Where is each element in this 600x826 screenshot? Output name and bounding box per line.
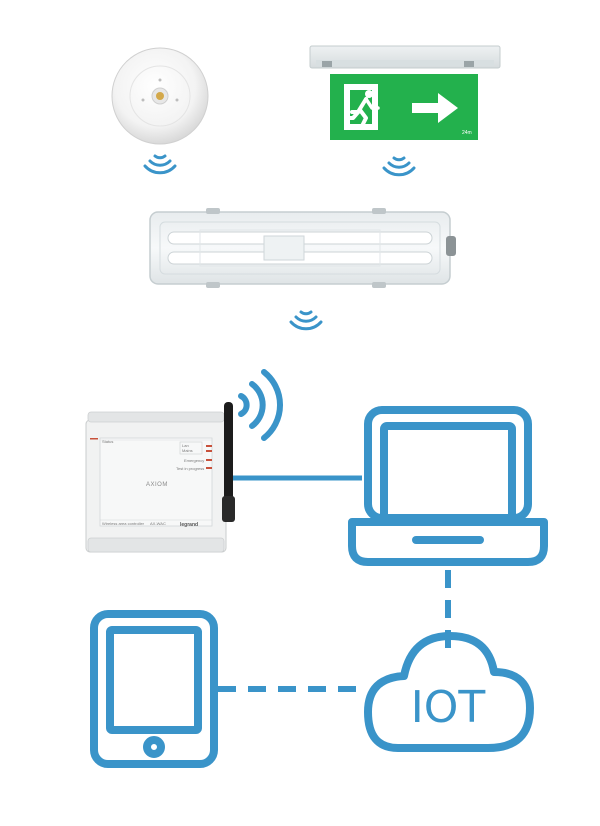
wifi-signal-icon xyxy=(382,156,416,177)
controller-header-text: Status xyxy=(102,439,113,444)
controller-footer-code: AX-WAC xyxy=(150,521,166,526)
wifi-signal-icon xyxy=(289,310,323,331)
exit-sign: 24m xyxy=(309,45,501,140)
wifi-signal-icon xyxy=(238,369,283,441)
controller-led-label: Lan xyxy=(182,443,189,448)
area-controller: Status Lan Mains Emergency Test in progr… xyxy=(85,402,235,553)
exit-sign-corner-text: 24m xyxy=(462,130,472,136)
status-led xyxy=(206,467,212,469)
status-led xyxy=(206,459,212,461)
cloud-icon: IOT xyxy=(364,632,534,752)
controller-led-label: Mains xyxy=(182,448,193,453)
emergency-batten xyxy=(149,208,456,288)
controller-antenna xyxy=(222,402,235,522)
controller-brand: AXIOM xyxy=(146,482,168,488)
status-led xyxy=(206,445,212,447)
controller-led-panel: Lan Mains Emergency Test in progress xyxy=(176,441,212,471)
status-led xyxy=(206,450,212,452)
tablet-icon xyxy=(90,610,218,768)
controller-footer-text: Wireless area controller xyxy=(102,521,145,526)
running-man-exit-icon xyxy=(344,84,380,130)
controller-led-label: Test in progress xyxy=(176,466,204,471)
cloud-label: IOT xyxy=(411,682,486,733)
wifi-signal-icon xyxy=(143,154,177,175)
manufacturer-logo: legrand xyxy=(180,522,198,528)
controller-led-label: Emergency xyxy=(184,458,204,463)
exit-arrow-icon xyxy=(412,93,458,123)
laptop-icon xyxy=(348,406,548,566)
emergency-downlight xyxy=(111,47,209,145)
